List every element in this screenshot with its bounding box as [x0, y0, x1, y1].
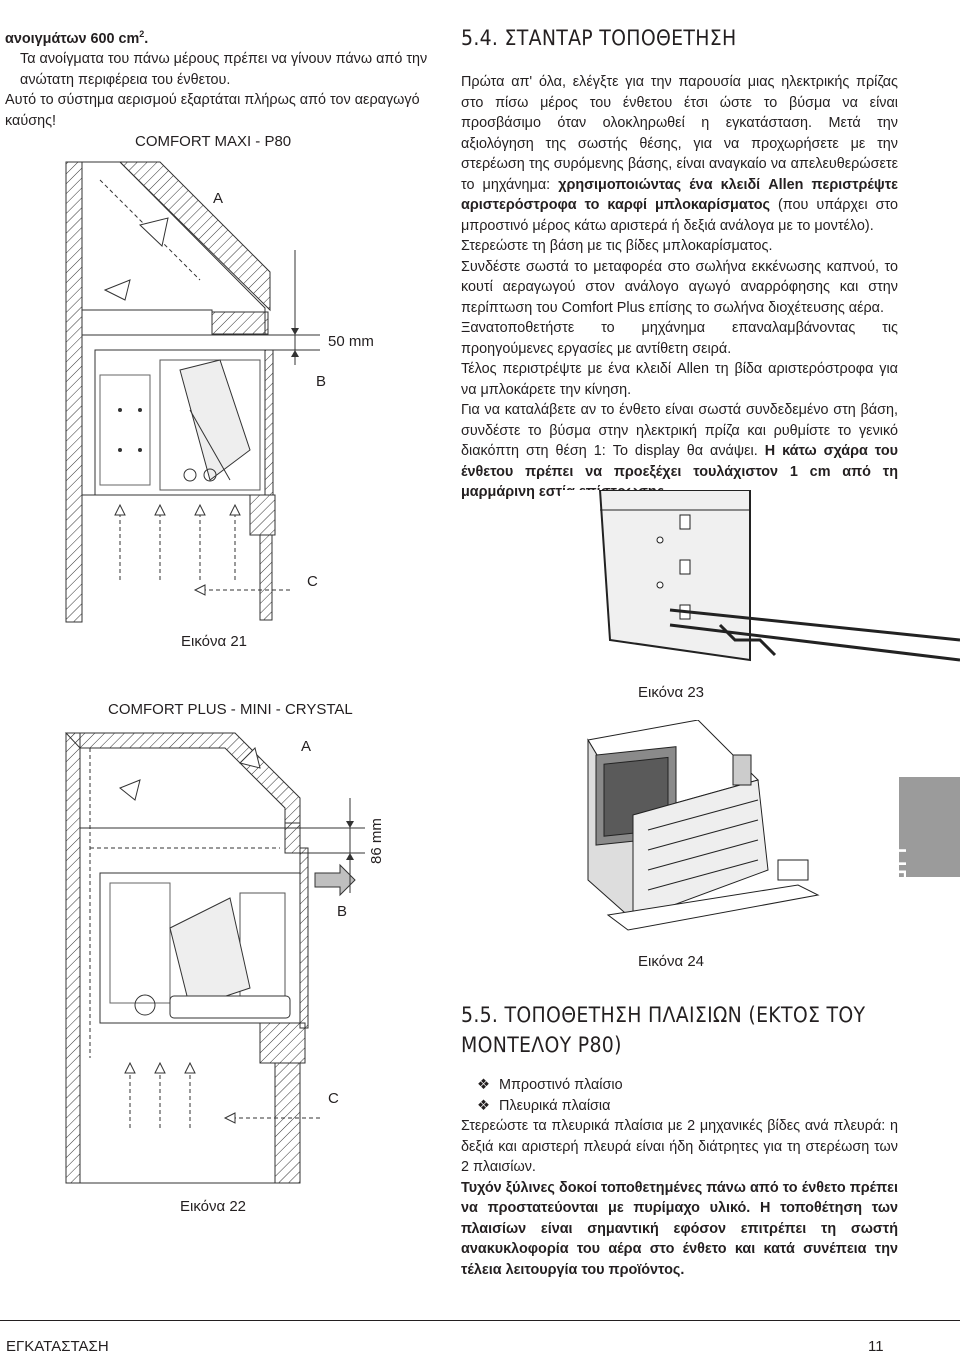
section-5-5-body: Στερεώστε τα πλευρικά πλαίσια με 2 μηχαν… — [461, 1116, 898, 1280]
fig22-label-c: C — [328, 1090, 339, 1107]
intro-line1: ανοιγμάτων 600 cm2. — [5, 29, 149, 47]
fig22-title: COMFORT PLUS - MINI - CRYSTAL — [108, 701, 353, 718]
fig21-diagram — [65, 161, 320, 623]
fig21-caption: Εικόνα 21 — [181, 633, 248, 650]
language-side-tab: HE — [881, 777, 960, 888]
section-5-4-p5: Τέλος περιστρέψτε με ένα κλειδί Allen τη… — [461, 361, 898, 398]
footer-rule — [0, 1320, 960, 1321]
fig23-photo — [560, 490, 960, 680]
fig22-label-a: A — [301, 738, 312, 755]
fig21-label-b: B — [316, 373, 327, 390]
fig22-label-b: B — [337, 903, 348, 920]
fig23-caption: Εικόνα 23 — [638, 684, 705, 701]
intro-line2: Τα ανοίγματα του πάνω μέρους πρέπει να γ… — [20, 51, 428, 88]
section-5-4-p3: Συνδέστε σωστά το μεταφορέα στο σωλήνα ε… — [461, 258, 898, 316]
fig21-label-a: A — [213, 190, 224, 207]
intro-line3: Αυτό το σύστημα αερισμού εξαρτάται πλήρω… — [5, 92, 420, 129]
diamond-bullet-icon: ❖ — [477, 1077, 490, 1093]
fig21-title: COMFORT MAXI - P80 — [135, 133, 292, 150]
section-5-4-p4: Ξανατοποθετήστε το μηχάνημα επαναλαμβάνο… — [461, 320, 898, 357]
section-5-4-heading: 5.4. ΣΤΑΝΤΑΡ ΤΟΠΟΘΕΤΗΣΗ — [461, 26, 737, 50]
section-5-4-body: Πρώτα απ' όλα, ελέγξτε για την παρουσία … — [461, 72, 898, 503]
page-number: 11 — [868, 1338, 884, 1355]
diamond-bullet-icon: ❖ — [477, 1097, 490, 1114]
footer-section-name: ΕΓΚΑΤΑΣΤΑΣΗ — [6, 1338, 109, 1355]
bullet-item: ❖Μπροστινό πλαίσιο — [477, 1075, 623, 1096]
section-5-4-p6: Για να καταλάβετε αν το ένθετο είναι σωσ… — [461, 402, 898, 500]
section-5-5-p2: Τυχόν ξύλινες δοκοί τοποθετημένες πάνω α… — [461, 1179, 898, 1278]
intro-text: ανοιγμάτων 600 cm2. Τα ανοίγματα του πάν… — [5, 24, 441, 131]
fig21-label-c: C — [307, 573, 318, 590]
fig24-caption: Εικόνα 24 — [638, 953, 705, 970]
bullet-item: ❖Πλευρικά πλαίσια — [477, 1096, 623, 1117]
fig21-dimension: 50 mm — [328, 333, 374, 350]
language-tab-label: HE — [881, 847, 912, 888]
section-5-5-p1: Στερεώστε τα πλευρικά πλαίσια με 2 μηχαν… — [461, 1118, 898, 1175]
fig22-caption: Εικόνα 22 — [180, 1198, 247, 1215]
section-5-4-p1: Πρώτα απ' όλα, ελέγξτε για την παρουσία … — [461, 74, 898, 234]
fig22-diagram — [64, 732, 365, 1184]
section-5-5-heading: 5.5. ΤΟΠΟΘΕΤΗΣΗ ΠΛΑΙΣΙΩΝ (ΕΚΤΟΣ ΤΟΥ ΜΟΝΤ… — [461, 1003, 866, 1057]
section-5-4-p2: Στερεώστε τη βάση με τις βίδες μπλοκαρίσ… — [461, 238, 773, 254]
section-5-5-bullets: ❖Μπροστινό πλαίσιο ❖Πλευρικά πλαίσια — [477, 1075, 623, 1116]
fig24-illustration — [587, 720, 820, 931]
